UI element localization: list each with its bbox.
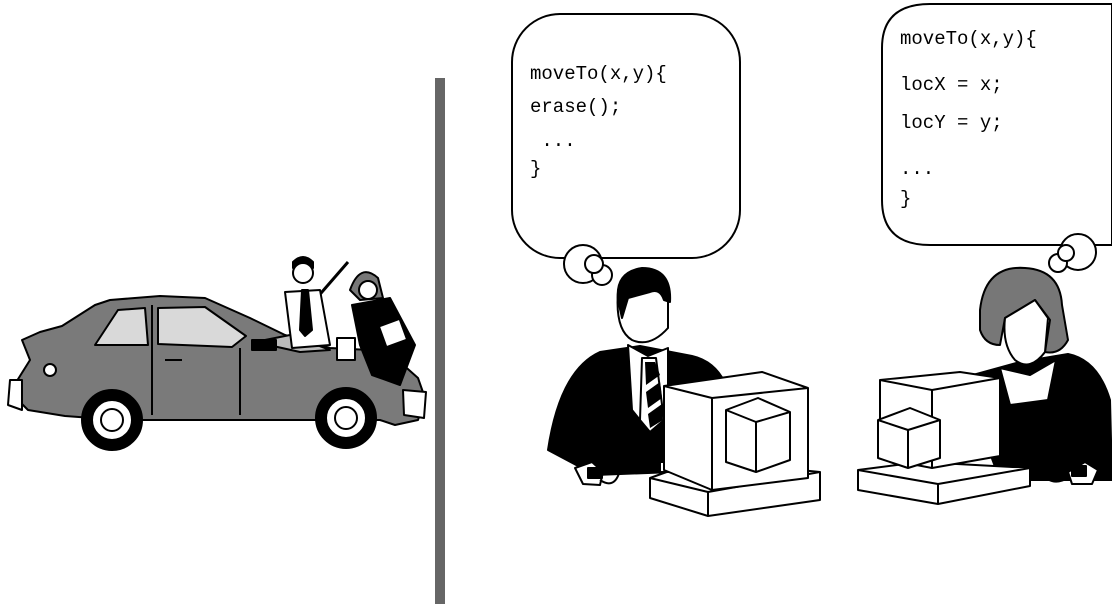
code-line: locY = y; <box>900 112 1003 134</box>
computer-icon <box>649 371 821 517</box>
code-line: moveTo(x,y){ <box>530 63 667 85</box>
code-line: erase(); <box>530 96 622 118</box>
computer-icon <box>857 371 1031 505</box>
thought-bubble-left <box>511 13 741 286</box>
code-line: ... <box>900 158 935 180</box>
divider-bar <box>435 78 445 604</box>
code-line: } <box>530 158 542 180</box>
code-line: } <box>900 188 912 210</box>
thought-bubble-right <box>881 3 1112 273</box>
code-line: ... <box>530 130 576 152</box>
code-line: locX = x; <box>900 74 1003 96</box>
car-with-mechanics-icon <box>7 256 427 451</box>
code-line: moveTo(x,y){ <box>900 28 1037 50</box>
